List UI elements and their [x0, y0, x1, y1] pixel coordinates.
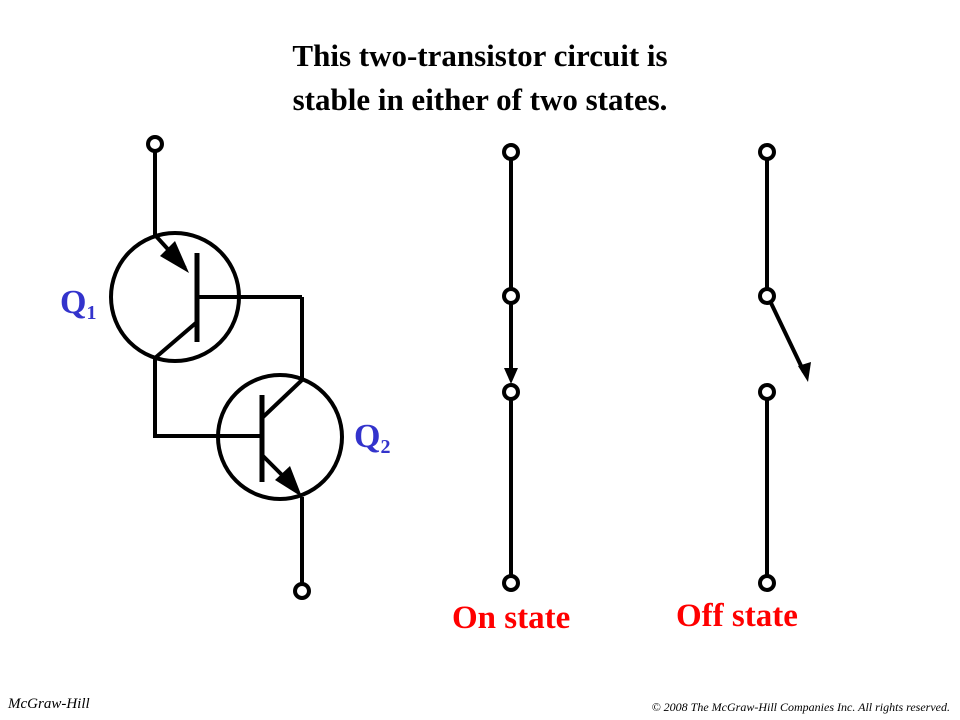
q2-label: Q2 [354, 418, 390, 459]
q2-emitter-arrow [275, 466, 302, 497]
on-contact-arrow [504, 368, 518, 384]
on-terminal-bottom [502, 574, 520, 592]
off-terminal-bottom [758, 574, 776, 592]
on-state-switch [502, 143, 520, 592]
on-terminal-top [502, 143, 520, 161]
q2-bottom-terminal [293, 582, 311, 600]
off-blade-tip [798, 362, 811, 382]
on-state-label: On state [452, 600, 571, 636]
transistor-q1-symbol [109, 152, 302, 438]
off-state-switch [758, 143, 811, 592]
q1-collector-line [153, 320, 199, 360]
off-terminal-top [758, 143, 776, 161]
q2-letter: Q [354, 418, 381, 455]
q1-label: Q1 [60, 284, 96, 325]
q1-emitter-arrow [160, 241, 189, 273]
q1-top-terminal [146, 135, 164, 153]
transistor-q2-symbol [216, 297, 344, 583]
off-open-blade [769, 302, 806, 373]
q2-collector-line [260, 378, 304, 420]
q1-letter: Q [60, 284, 87, 321]
publisher-logo-text: McGraw-Hill [8, 696, 90, 712]
off-node-lower [758, 383, 776, 401]
slide-title: This two-transistor circuit is stable in… [150, 34, 810, 122]
off-state-label: Off state [676, 598, 798, 634]
on-node-lower [502, 383, 520, 401]
on-node-upper [502, 287, 520, 305]
title-line-2: stable in either of two states. [292, 82, 668, 117]
q2-envelope [216, 373, 344, 501]
q1-collector-wire [153, 358, 262, 438]
title-line-1: This two-transistor circuit is [292, 38, 668, 73]
q1-subscript: 1 [86, 302, 97, 324]
transistor-pair [109, 135, 344, 600]
q2-subscript: 2 [380, 436, 391, 458]
copyright-notice: © 2008 The McGraw-Hill Companies Inc. Al… [651, 700, 950, 714]
off-node-upper [758, 287, 776, 305]
